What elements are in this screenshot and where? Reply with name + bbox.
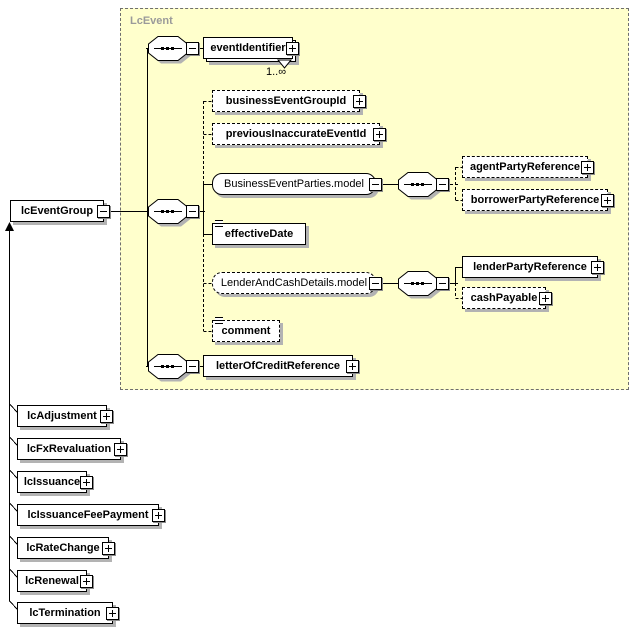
element-letterOfCreditReference[interactable]: letterOfCreditReference	[203, 355, 359, 377]
element-previousInaccurateEventId[interactable]: previousInaccurateEventId	[212, 123, 386, 145]
collapse-icon[interactable]	[369, 178, 382, 191]
sequence-icon[interactable]	[148, 36, 199, 64]
sequence-icon[interactable]	[398, 271, 449, 299]
sequence-icon[interactable]	[148, 199, 199, 227]
element-label: lenderPartyReference	[473, 261, 587, 273]
expand-icon[interactable]	[102, 542, 115, 555]
element-cashPayable[interactable]: cashPayable	[462, 287, 552, 309]
element-businessEventGroupId[interactable]: businessEventGroupId	[212, 90, 366, 112]
element-label: businessEventGroupId	[225, 95, 347, 107]
element-lcAdjustment[interactable]: lcAdjustment	[17, 405, 113, 427]
element-label: lcTermination	[29, 607, 101, 619]
expand-icon[interactable]	[152, 509, 165, 522]
expand-icon[interactable]	[114, 443, 127, 456]
element-label: agentPartyReference	[469, 161, 581, 173]
element-label: eventIdentifier	[210, 42, 286, 54]
element-lcRenewal[interactable]: lcRenewal	[17, 570, 93, 592]
element-label: lcRateChange	[26, 542, 100, 554]
collapse-icon[interactable]	[97, 205, 110, 218]
expand-icon[interactable]	[591, 261, 604, 274]
element-label: lcRenewal	[25, 575, 79, 587]
element-agentPartyReference[interactable]: agentPartyReference	[462, 156, 594, 178]
element-lenderPartyReference[interactable]: lenderPartyReference	[462, 256, 604, 278]
element-lcRateChange[interactable]: lcRateChange	[17, 537, 115, 559]
sequence-icon[interactable]	[148, 354, 199, 382]
sequence-icon[interactable]	[398, 172, 449, 200]
text-content-icon	[215, 317, 223, 325]
element-label: letterOfCreditReference	[215, 360, 341, 372]
model-group-lenderAndCashDetails[interactable]: LenderAndCashDetails.model	[212, 272, 382, 294]
expand-icon[interactable]	[80, 476, 93, 489]
model-group-label: BusinessEventParties.model	[223, 178, 364, 190]
expand-icon[interactable]	[106, 607, 119, 620]
element-comment[interactable]: comment	[212, 317, 280, 342]
element-label: lcIssuanceFeePayment	[27, 509, 149, 521]
model-group-label: LenderAndCashDetails.model	[220, 277, 368, 289]
expand-icon[interactable]	[346, 360, 359, 373]
collapse-icon[interactable]	[186, 360, 199, 373]
collapse-icon[interactable]	[186, 205, 199, 218]
element-lcIssuanceFeePayment[interactable]: lcIssuanceFeePayment	[17, 504, 165, 526]
element-lcTermination[interactable]: lcTermination	[17, 602, 119, 624]
element-label: borrowerPartyReference	[470, 194, 600, 206]
element-borrowerPartyReference[interactable]: borrowerPartyReference	[462, 189, 614, 211]
collapse-icon[interactable]	[369, 277, 382, 290]
group-label: LcEvent	[130, 15, 173, 27]
expand-icon[interactable]	[581, 161, 594, 174]
collapse-icon[interactable]	[186, 42, 199, 55]
element-label: lcEventGroup	[20, 205, 94, 217]
element-lcIssuance[interactable]: lcIssuance	[17, 471, 93, 493]
element-label: comment	[221, 325, 271, 337]
element-effectiveDate[interactable]: effectiveDate	[212, 220, 306, 245]
element-label: previousInaccurateEventId	[225, 128, 367, 140]
expand-icon[interactable]	[80, 575, 93, 588]
element-label: effectiveDate	[224, 228, 294, 240]
collapse-icon[interactable]	[436, 277, 449, 290]
element-lcFxRevaluation[interactable]: lcFxRevaluation	[17, 438, 127, 460]
element-label: lcFxRevaluation	[26, 443, 112, 455]
substitution-arrow-icon	[5, 222, 14, 231]
expand-icon[interactable]	[353, 95, 366, 108]
expand-icon[interactable]	[539, 292, 552, 305]
model-group-businessEventParties[interactable]: BusinessEventParties.model	[212, 173, 382, 195]
element-eventIdentifier[interactable]: eventIdentifier	[203, 37, 299, 59]
expand-icon[interactable]	[286, 42, 299, 55]
expand-icon[interactable]	[601, 194, 614, 207]
element-label: lcIssuance	[23, 476, 81, 488]
element-label: cashPayable	[470, 292, 538, 304]
text-content-icon	[215, 220, 223, 228]
collapse-icon[interactable]	[436, 178, 449, 191]
expand-icon[interactable]	[100, 410, 113, 423]
occurrence-label: 1..∞	[266, 66, 287, 78]
expand-icon[interactable]	[373, 128, 386, 141]
element-label: lcAdjustment	[27, 410, 97, 422]
repeat-marker-icon	[277, 59, 293, 69]
element-lcEventGroup[interactable]: lcEventGroup	[10, 200, 110, 222]
